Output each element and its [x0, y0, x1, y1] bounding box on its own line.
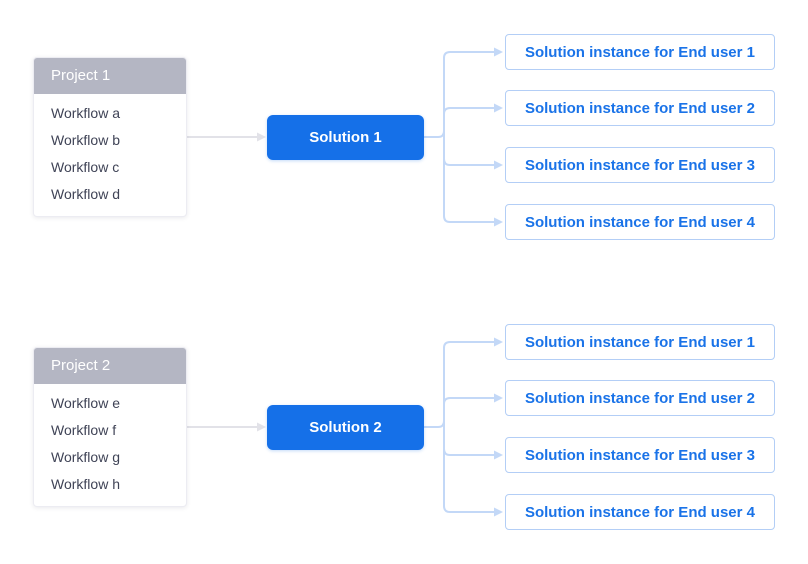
workflow-item: Workflow b	[51, 132, 120, 148]
solution-instance-node: Solution instance for End user 1	[505, 34, 775, 70]
workflow-list: Workflow a Workflow b Workflow c Workflo…	[34, 94, 186, 208]
project-title: Project 2	[34, 348, 186, 384]
project-2-group: Project 2 Workflow e Workflow f Workflow…	[0, 290, 808, 530]
branch-line-3	[443, 137, 494, 166]
solution-instance-node: Solution instance for End user 3	[505, 147, 775, 183]
branch-line-3	[443, 427, 494, 456]
workflow-item: Workflow f	[51, 422, 117, 438]
workflow-item: Workflow c	[51, 159, 120, 175]
workflow-item: Workflow e	[51, 395, 120, 411]
solution-instance-node: Solution instance for End user 2	[505, 380, 775, 416]
workflow-item: Workflow d	[51, 186, 120, 202]
solution-instance-node: Solution instance for End user 2	[505, 90, 775, 126]
project-title: Project 1	[34, 58, 186, 94]
branch-arrowhead-icon	[494, 337, 503, 347]
branch-arrowhead-icon	[494, 160, 503, 170]
branch-arrowhead-icon	[494, 450, 503, 460]
branch-line-2	[443, 107, 494, 137]
project-1-group: Project 1 Workflow a Workflow b Workflow…	[0, 0, 808, 240]
branch-arrowhead-icon	[494, 103, 503, 113]
workflow-list: Workflow e Workflow f Workflow g Workflo…	[34, 384, 186, 498]
branch-arrowhead-icon	[494, 393, 503, 403]
solution-instance-node: Solution instance for End user 3	[505, 437, 775, 473]
solution-instance-node: Solution instance for End user 1	[505, 324, 775, 360]
workflow-item: Workflow g	[51, 449, 120, 465]
branch-line-1	[424, 51, 494, 138]
workflow-item: Workflow a	[51, 105, 120, 121]
branch-line-1	[424, 341, 494, 428]
solution-node: Solution 1	[267, 115, 424, 160]
branch-arrowhead-icon	[494, 217, 503, 227]
branch-line-4	[443, 427, 494, 513]
project-card: Project 2 Workflow e Workflow f Workflow…	[33, 347, 187, 507]
solution-node: Solution 2	[267, 405, 424, 450]
project-to-solution-arrowhead-icon	[257, 422, 266, 432]
branch-line-2	[443, 397, 494, 427]
project-to-solution-arrowhead-icon	[257, 132, 266, 142]
project-card: Project 1 Workflow a Workflow b Workflow…	[33, 57, 187, 217]
solution-instance-node: Solution instance for End user 4	[505, 494, 775, 530]
branch-arrowhead-icon	[494, 507, 503, 517]
workflow-item: Workflow h	[51, 476, 120, 492]
solution-instance-node: Solution instance for End user 4	[505, 204, 775, 240]
branch-line-4	[443, 137, 494, 223]
branch-arrowhead-icon	[494, 47, 503, 57]
